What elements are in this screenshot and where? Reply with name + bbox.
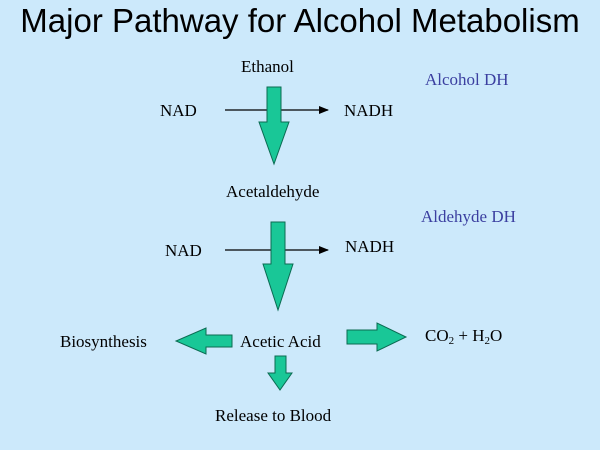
block-arrow-to-release — [267, 355, 293, 391]
cofactor-nad-2: NAD — [165, 241, 202, 260]
cofactor-nad-1: NAD — [160, 101, 197, 120]
node-release-to-blood: Release to Blood — [215, 406, 332, 425]
cofactor-nadh-1: NADH — [344, 101, 394, 120]
block-arrow-acetaldehyde-to-acetic-acid — [262, 221, 294, 312]
node-ethanol: Ethanol — [241, 57, 294, 76]
node-biosynthesis: Biosynthesis — [60, 332, 147, 351]
node-acetaldehyde: Acetaldehyde — [226, 182, 320, 201]
node-acetic-acid: Acetic Acid — [240, 332, 321, 351]
enzyme-aldehyde-dh: Aldehyde DH — [421, 207, 516, 226]
block-arrow-to-biosynthesis — [174, 327, 233, 355]
block-arrow-to-co2-h2o — [346, 322, 408, 352]
enzyme-alcohol-dh: Alcohol DH — [425, 70, 509, 89]
block-arrow-ethanol-to-acetaldehyde — [258, 86, 290, 166]
slide-title: Major Pathway for Alcohol Metabolism — [20, 2, 580, 39]
node-co2-h2o: CO2 + H2O — [425, 326, 503, 347]
cofactor-nadh-2: NADH — [345, 237, 395, 256]
